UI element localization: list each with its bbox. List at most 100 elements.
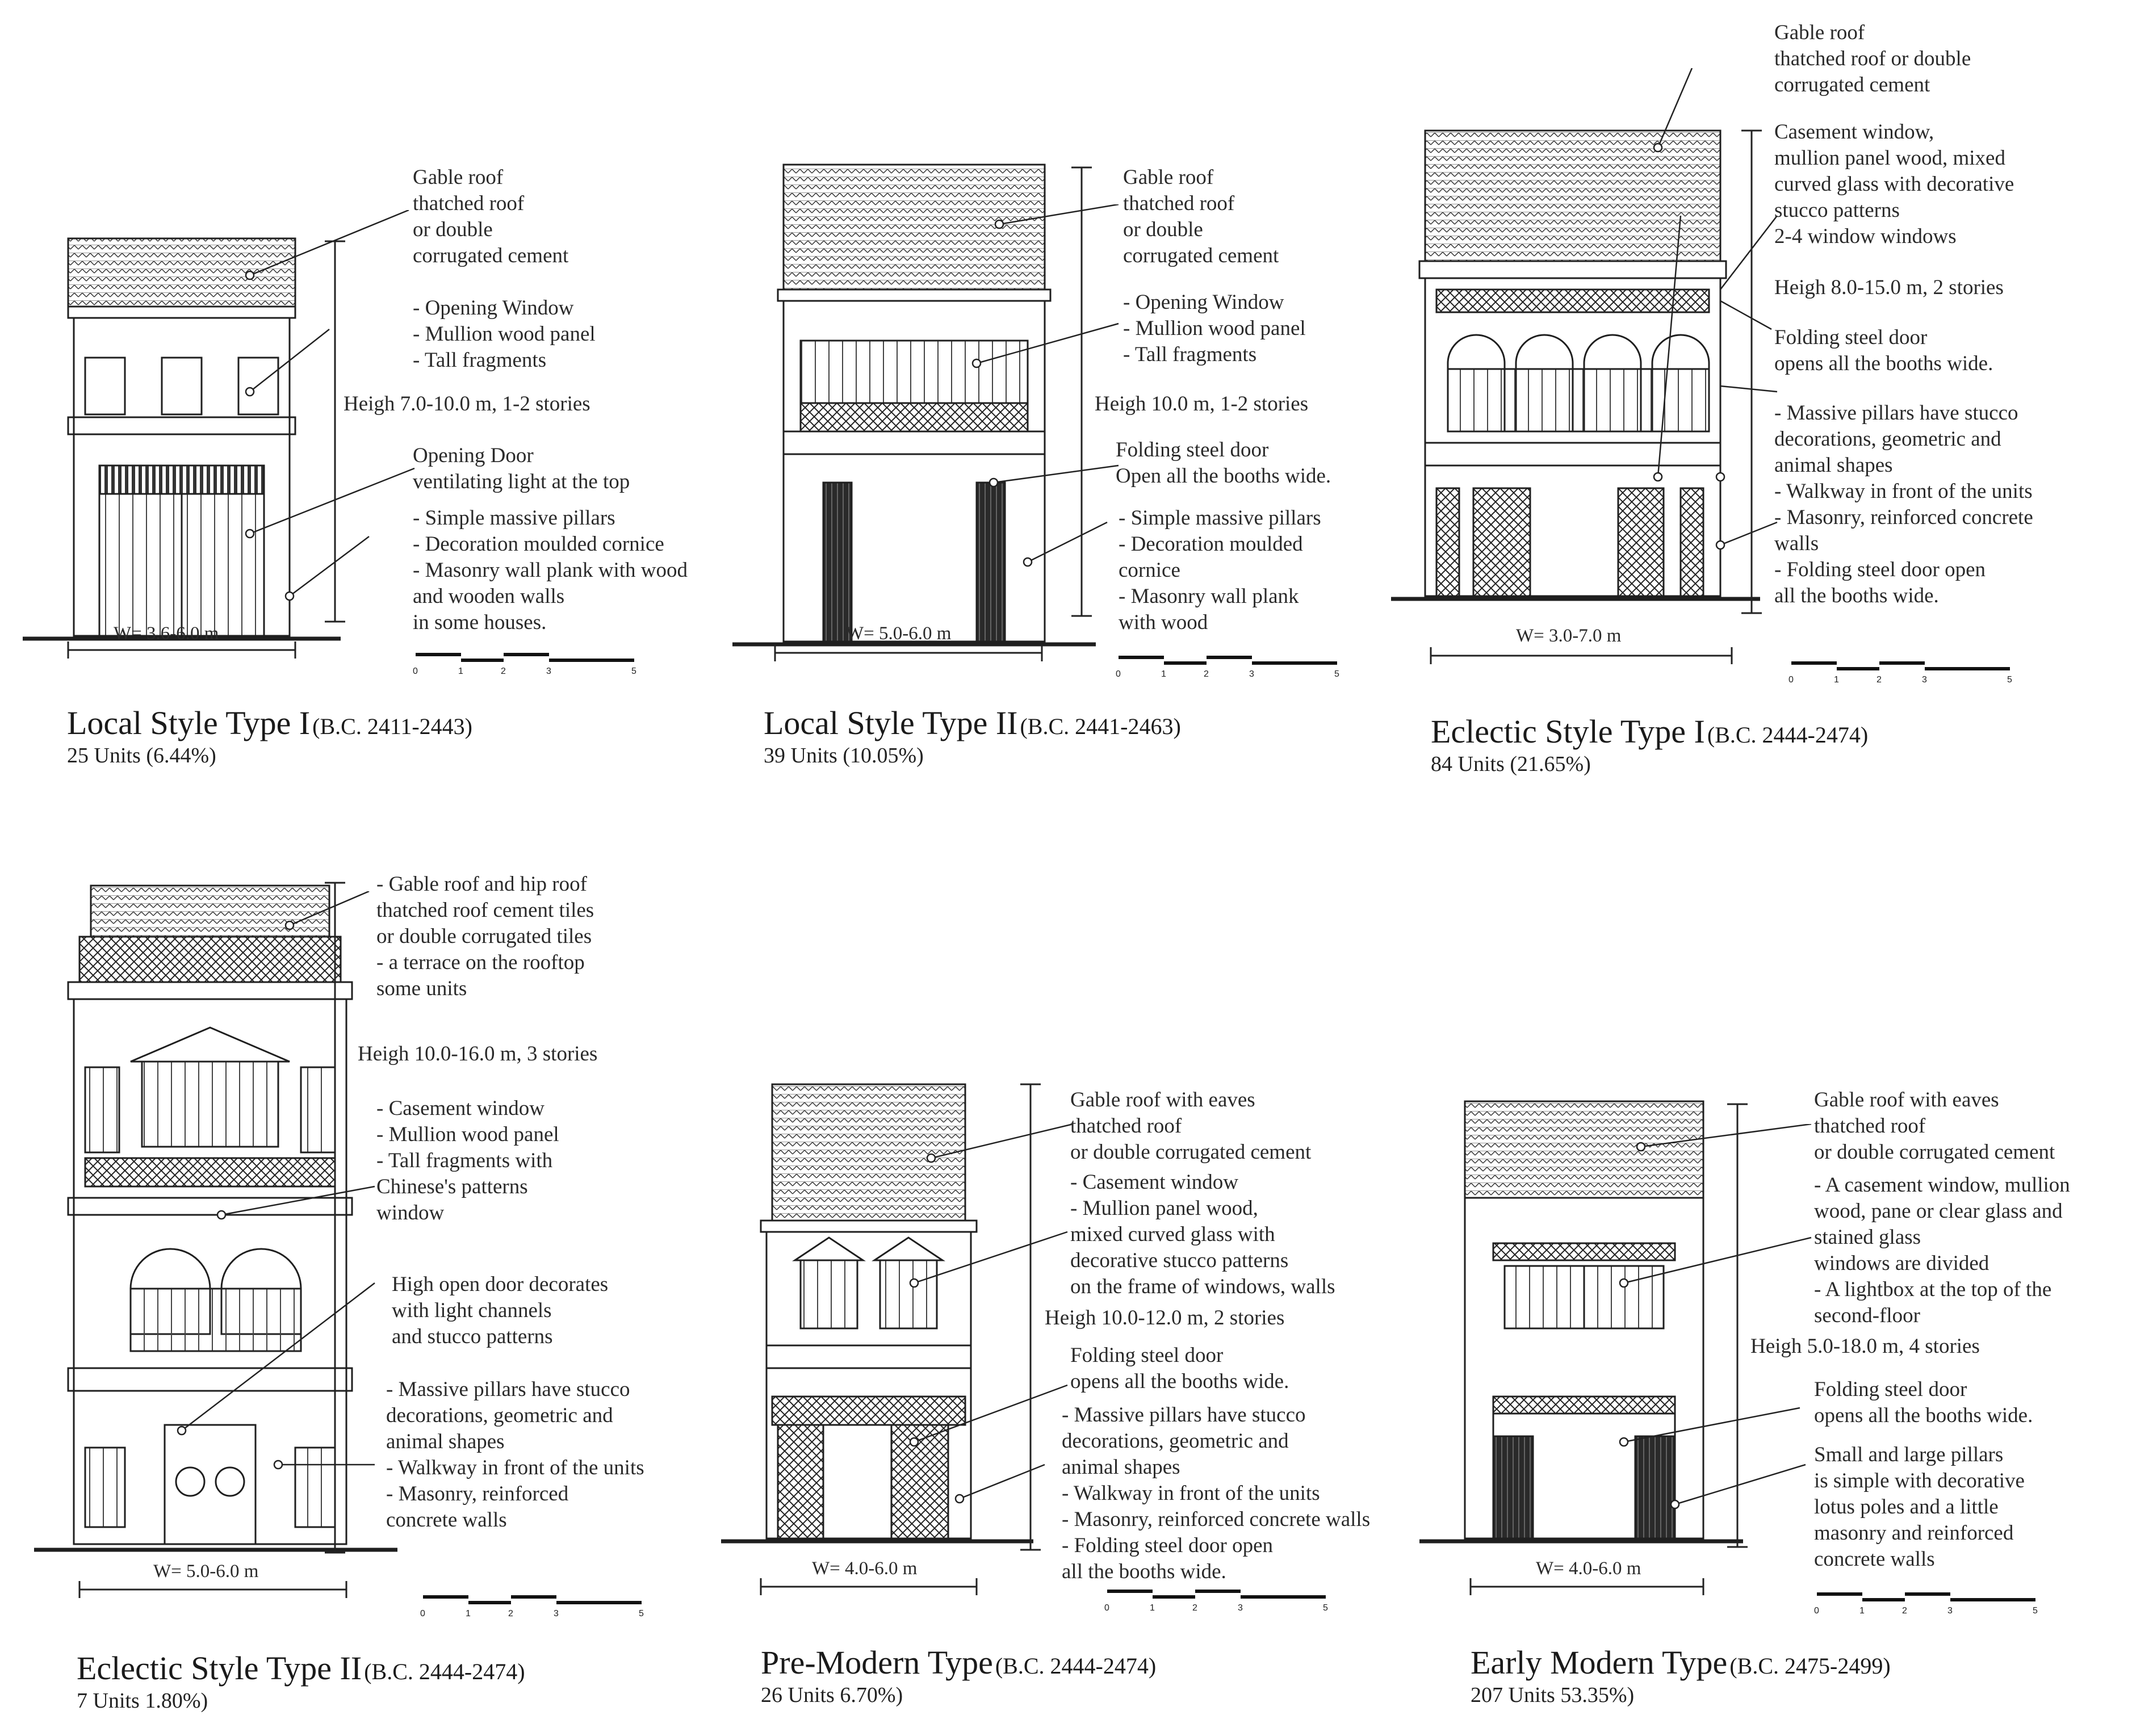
annotation-window: - Opening Window- Mullion wood panel- Ta… bbox=[1123, 291, 1306, 366]
svg-text:2: 2 bbox=[1902, 1606, 1907, 1616]
annotation-roof: - Gable roof and hip roof thatched roof … bbox=[376, 873, 594, 1000]
annotation-walls: - Simple massive pillars- Decoration mou… bbox=[413, 506, 688, 634]
svg-text:0: 0 bbox=[1788, 675, 1794, 685]
svg-text:1: 1 bbox=[458, 666, 463, 676]
svg-text:2: 2 bbox=[1877, 675, 1882, 685]
caption-units: 25 Units (6.44%) bbox=[67, 744, 216, 768]
svg-text:3: 3 bbox=[546, 666, 551, 676]
height-label: Heigh 10.0 m, 1-2 stories bbox=[1095, 392, 1309, 416]
svg-text:2: 2 bbox=[1192, 1603, 1197, 1613]
caption-date: (B.C. 2444-2474) bbox=[995, 1653, 1157, 1679]
facade-eclectic-style-type-1 bbox=[1391, 129, 1760, 601]
leader-lines bbox=[909, 1124, 1074, 1504]
caption: Pre-Modern Type (B.C. 2444-2474) 26 Unit… bbox=[761, 1643, 1156, 1708]
height-label: Heigh 8.0-15.0 m, 2 stories bbox=[1774, 276, 2004, 299]
width-label: W= 5.0-6.0 m bbox=[153, 1561, 259, 1582]
svg-text:3: 3 bbox=[554, 1609, 559, 1618]
caption-units: 84 Units (21.65%) bbox=[1431, 752, 1591, 776]
height-label: Heigh 10.0-12.0 m, 2 stories bbox=[1045, 1306, 1285, 1330]
width-label: W= 4.0-6.0 m bbox=[812, 1558, 918, 1579]
caption-title: Early Modern Type bbox=[1471, 1644, 1728, 1681]
width-label: W= 5.0-6.0 m bbox=[846, 623, 952, 644]
svg-text:5: 5 bbox=[639, 1609, 644, 1618]
annotation-window: - Casement window- Mullion wood panel- T… bbox=[376, 1097, 559, 1225]
leader-lines bbox=[245, 210, 415, 601]
annotation-walls: - Massive pillars have stucco decoration… bbox=[386, 1378, 644, 1532]
width-dimension-arrow bbox=[67, 641, 296, 659]
caption: Local Style Type I (B.C. 2411-2443) 25 U… bbox=[67, 704, 472, 768]
caption: Local Style Type II (B.C. 2441-2463) 39 … bbox=[764, 704, 1181, 768]
width-dimension-arrow bbox=[78, 1581, 347, 1598]
leader-lines bbox=[1653, 68, 1778, 550]
svg-text:0: 0 bbox=[413, 666, 418, 676]
height-dimension-arrow bbox=[325, 882, 345, 1554]
annotation-walls: - Simple massive pillars- Decoration mou… bbox=[1119, 506, 1321, 634]
caption: Eclectic Style Type I (B.C. 2444-2474) 8… bbox=[1431, 712, 1868, 777]
leader-lines bbox=[1619, 1124, 1812, 1509]
caption-units: 207 Units 53.35%) bbox=[1471, 1683, 1635, 1707]
annotation-walls: - Massive pillars have stucco decoration… bbox=[1062, 1403, 1371, 1583]
width-label: W= 3.0-7.0 m bbox=[1516, 626, 1622, 646]
caption-title: Eclectic Style Type II bbox=[77, 1650, 362, 1687]
height-dimension-arrow bbox=[1020, 1083, 1041, 1551]
svg-text:0: 0 bbox=[420, 1609, 425, 1618]
svg-text:5: 5 bbox=[1334, 669, 1339, 679]
svg-text:3: 3 bbox=[1947, 1606, 1953, 1616]
svg-text:1: 1 bbox=[1161, 669, 1166, 679]
scale-bar: 0 1 2 3 5 bbox=[420, 1595, 644, 1618]
svg-text:1: 1 bbox=[1834, 675, 1839, 685]
caption-title: Eclectic Style Type I bbox=[1431, 713, 1705, 750]
height-dimension-arrow bbox=[325, 240, 345, 623]
caption-title: Local Style Type II bbox=[764, 705, 1018, 741]
scale-bar: 0 1 2 3 5 bbox=[413, 653, 636, 676]
leader-lines bbox=[971, 204, 1119, 567]
width-dimension-arrow bbox=[760, 1578, 978, 1595]
annotation-window: - Casement window- Mullion panel wood, m… bbox=[1070, 1171, 1335, 1298]
svg-text:0: 0 bbox=[1104, 1603, 1109, 1613]
scale-bar: 0 1 2 3 5 bbox=[1116, 656, 1339, 679]
caption-date: (B.C. 2411-2443) bbox=[312, 714, 472, 739]
caption-units: 39 Units (10.05%) bbox=[764, 744, 924, 768]
height-dimension-arrow bbox=[1071, 166, 1092, 617]
facade-early-modern-type bbox=[1419, 1100, 1743, 1544]
caption-units: 7 Units 1.80%) bbox=[77, 1689, 208, 1713]
svg-text:3: 3 bbox=[1238, 1603, 1243, 1613]
svg-text:2: 2 bbox=[508, 1609, 513, 1618]
svg-text:2: 2 bbox=[501, 666, 506, 676]
height-dimension-arrow bbox=[1727, 1103, 1748, 1548]
annotation-window: - A casement window, mullion wood, pane … bbox=[1814, 1173, 2070, 1327]
svg-text:0: 0 bbox=[1116, 669, 1121, 679]
annotation-window: - Opening Window- Mullion wood panel- Ta… bbox=[413, 296, 596, 372]
svg-text:1: 1 bbox=[466, 1609, 471, 1618]
width-label: W= 3.6-6.0 m bbox=[114, 623, 219, 644]
width-label: W= 4.0-6.0 m bbox=[1536, 1558, 1641, 1579]
height-label: Heigh 5.0-18.0 m, 4 stories bbox=[1750, 1335, 1980, 1358]
svg-text:5: 5 bbox=[631, 666, 636, 676]
caption-units: 26 Units 6.70%) bbox=[761, 1683, 903, 1707]
svg-text:3: 3 bbox=[1249, 669, 1254, 679]
width-dimension-arrow bbox=[774, 644, 1043, 661]
svg-text:5: 5 bbox=[2007, 675, 2012, 685]
annotation-walls: - Massive pillars have stucco decoration… bbox=[1774, 401, 2033, 607]
height-label: Heigh 7.0-10.0 m, 1-2 stories bbox=[344, 392, 590, 416]
caption: Eclectic Style Type II (B.C. 2444-2474) … bbox=[77, 1649, 525, 1713]
facade-eclectic-style-type-2 bbox=[34, 884, 397, 1552]
caption-date: (B.C. 2444-2474) bbox=[1707, 722, 1869, 748]
svg-text:0: 0 bbox=[1814, 1606, 1819, 1616]
svg-text:2: 2 bbox=[1204, 669, 1209, 679]
